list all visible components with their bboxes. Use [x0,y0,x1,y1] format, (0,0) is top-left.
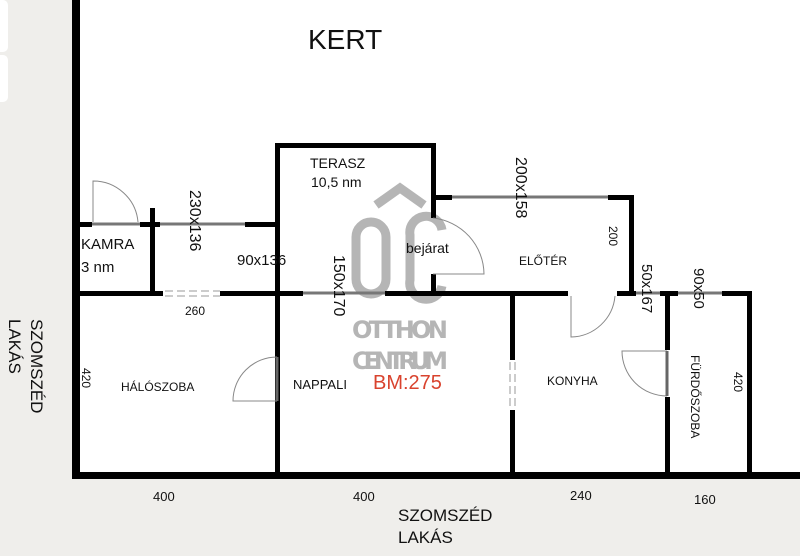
neighbor-bottom-line2: LAKÁS [398,528,453,547]
logo-line2: CENTRUM [352,347,448,375]
dim-bottom-160: 160 [694,492,716,507]
bathroom-door-icon [621,350,668,397]
pantry-name: KAMRA [81,236,134,253]
dim-bottom-400b: 400 [353,489,375,504]
dim-200: 200 [606,226,620,246]
terrace-area: 10,5 nm [311,174,362,190]
windows [92,195,722,408]
dim-bathroom-420: 420 [731,372,745,392]
neighbor-left-line2: LAKÁS [5,319,24,374]
pantry-area: 3 nm [81,259,114,276]
dim-230x136: 230x136 [186,190,203,251]
dim-260: 260 [185,304,205,318]
reference-number: BM:275 [373,372,442,394]
dim-bottom-400a: 400 [153,489,175,504]
logo-line1: OTTHON [352,316,448,344]
bedroom-door-icon [232,356,278,402]
bathroom-label: FÜRDŐSZOBA [688,355,703,438]
side-card-top [0,0,8,52]
bedroom-label: HÁLÓSZOBA [121,379,194,394]
dim-bottom-240: 240 [570,488,592,503]
hall-label: ELŐTÉR [519,253,567,268]
dim-200x158: 200x158 [512,157,529,218]
dim-50x167: 50x167 [638,264,655,313]
dim-bedroom-420: 420 [79,368,93,388]
logo-roof-icon [373,182,427,209]
neighbor-left-line1: SZOMSZÉD [27,319,46,413]
dim-150x170: 150x170 [330,255,347,316]
dim-90x136: 90x136 [237,252,286,269]
plan-area [72,0,800,479]
kitchen-door-icon [570,295,616,338]
doors [92,180,669,402]
terrace-name: TERASZ [310,155,366,171]
garden-label: KERT [308,24,382,55]
walls [72,0,800,479]
entrance-door-icon [432,217,485,275]
entrance-label: bejárat [406,240,449,256]
living-label: NAPPALI [293,377,347,392]
kitchen-label: KONYHA [547,374,598,388]
dim-90x50: 90x50 [690,268,707,309]
side-card-bottom [0,55,8,102]
neighbor-bottom-line1: SZOMSZÉD [398,506,492,525]
pantry-door-icon [92,180,139,223]
